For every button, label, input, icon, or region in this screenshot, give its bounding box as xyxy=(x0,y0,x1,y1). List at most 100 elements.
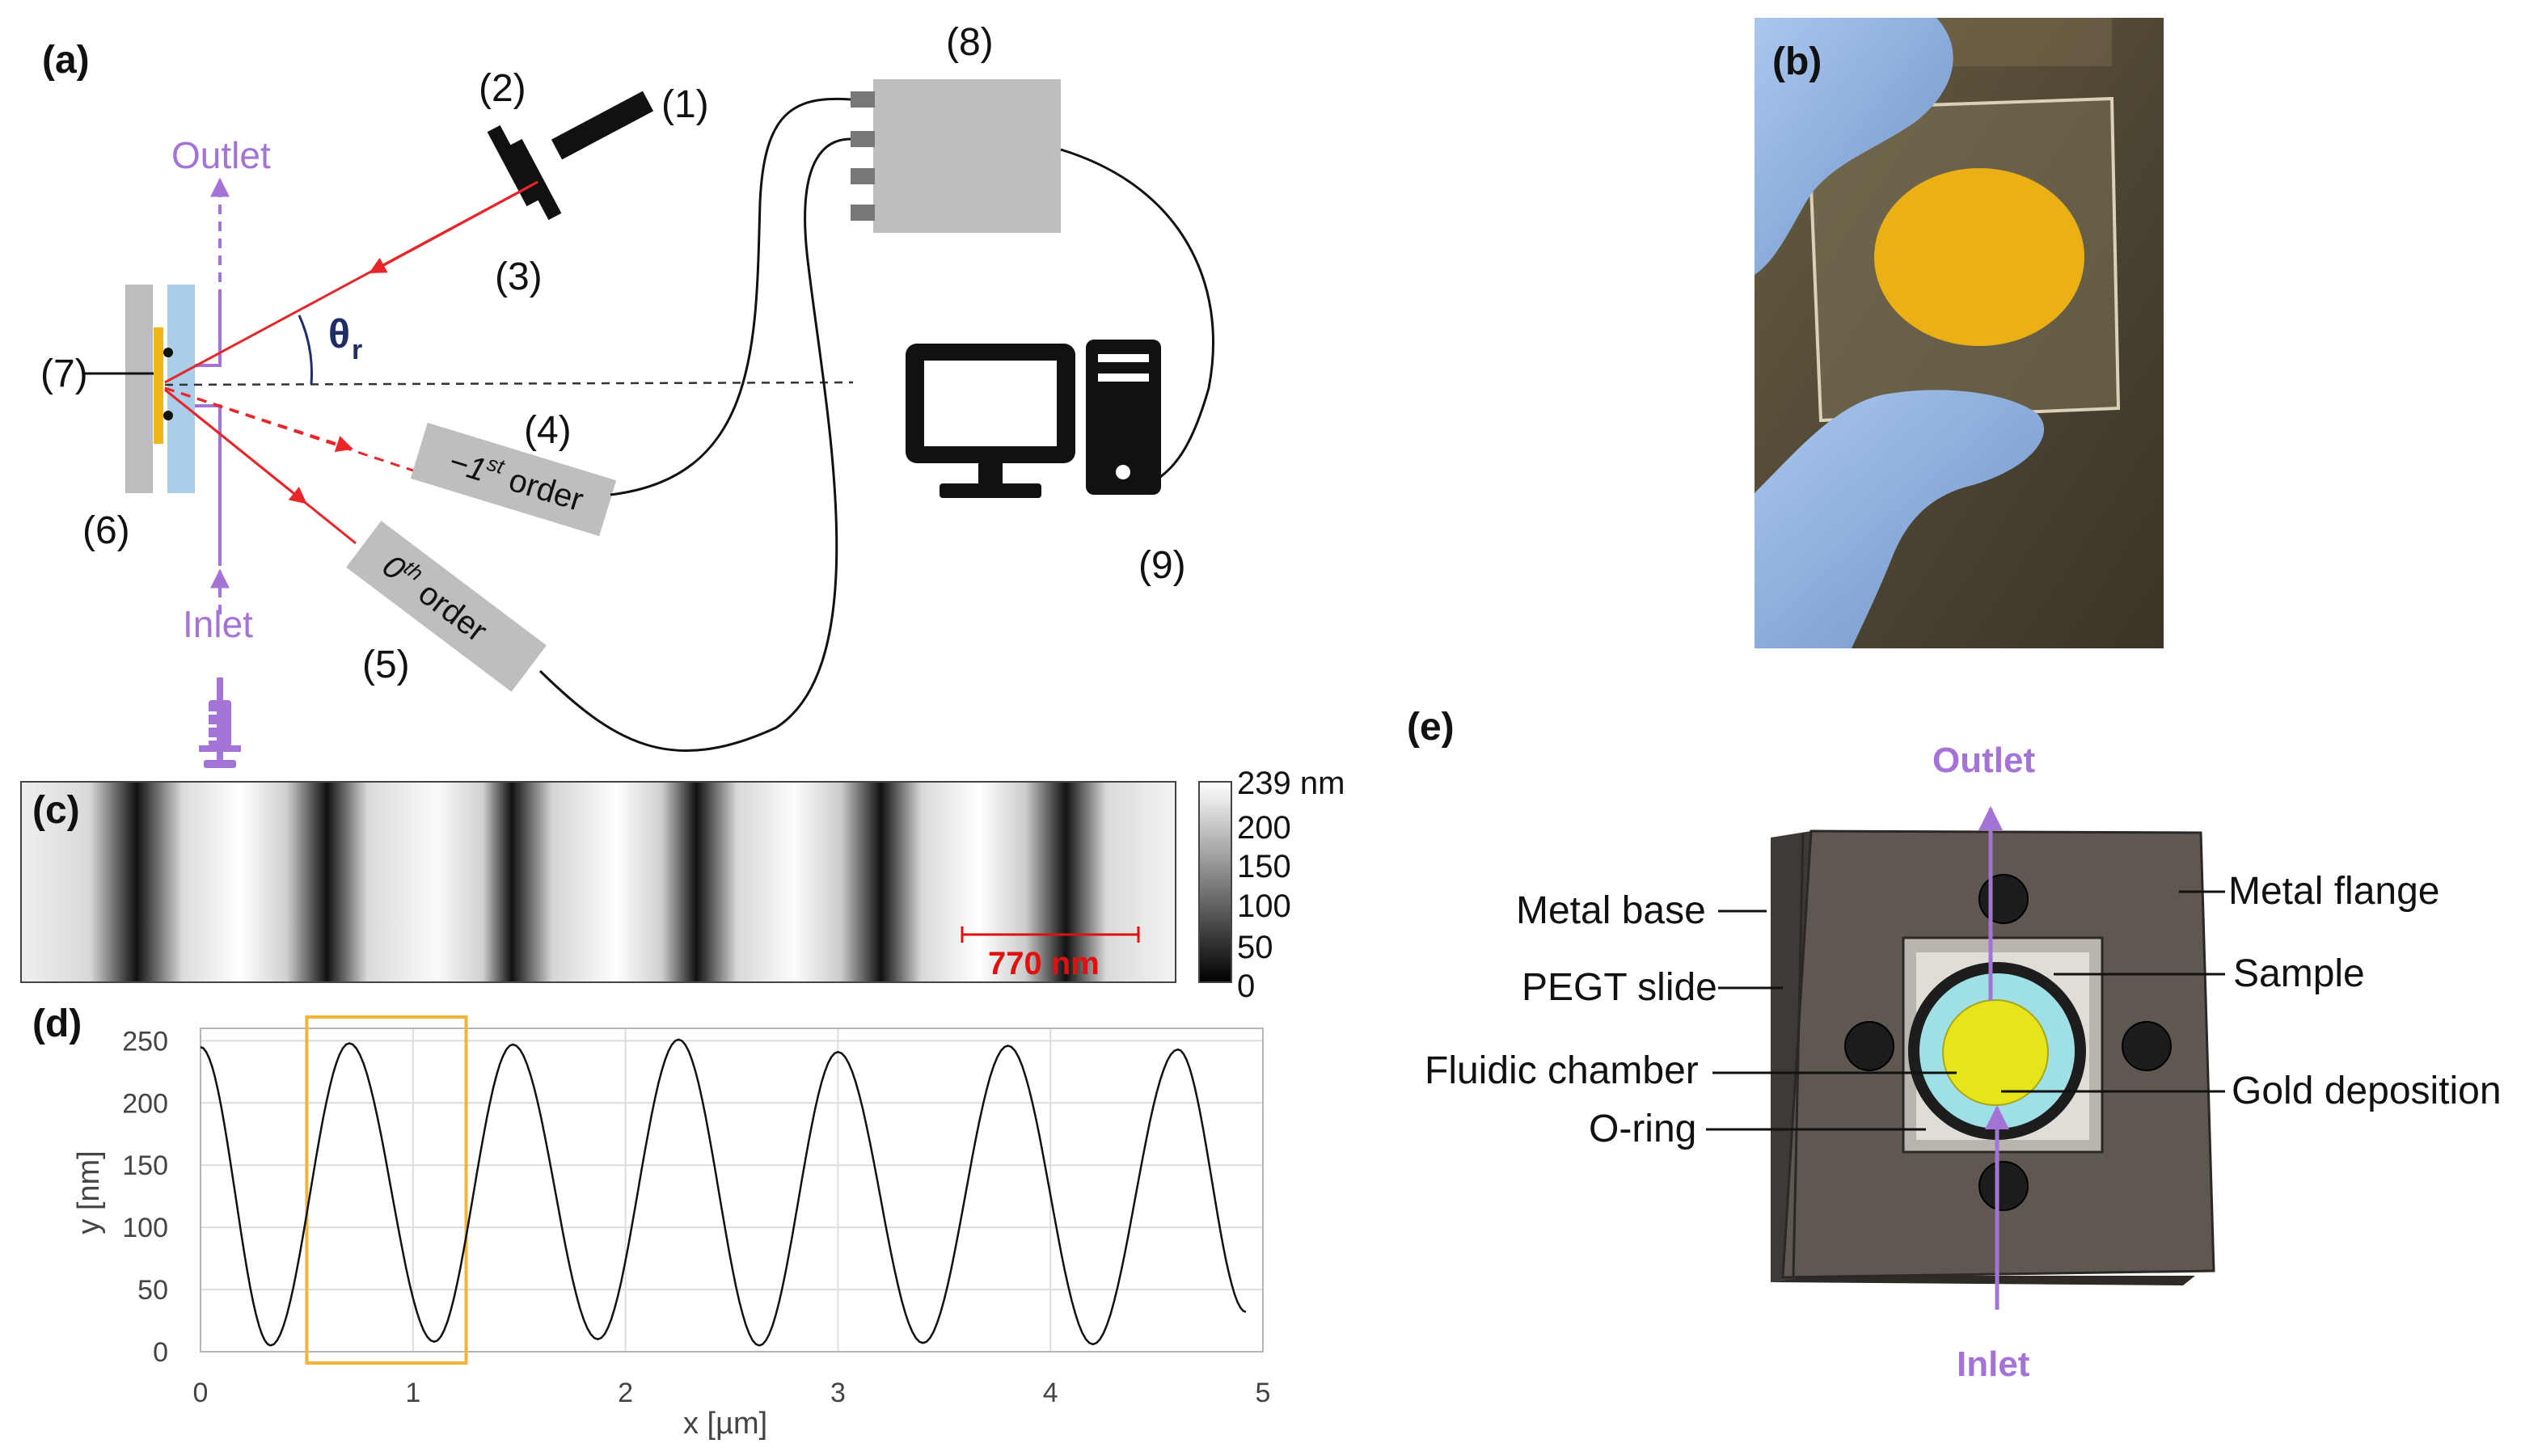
gold-disk-photo xyxy=(1874,168,2084,346)
x-tick-label: 5 xyxy=(1256,1378,1271,1408)
x-tick-labels: 0 1 2 3 4 5 xyxy=(193,1378,1271,1408)
syringe-icon xyxy=(199,677,241,768)
data-point xyxy=(1006,1044,1011,1049)
label-pegt-slide: PEGT slide xyxy=(1522,966,1717,1009)
x-tick-label: 0 xyxy=(193,1378,209,1408)
colorbar-tick-3: 100 xyxy=(1237,888,1291,924)
scale-bar-label: 770 nm xyxy=(988,946,1100,981)
normal-axis xyxy=(164,381,854,386)
label-1: (1) xyxy=(661,83,709,126)
cable-zero-order xyxy=(538,137,851,752)
colorbar-tick-2: 150 xyxy=(1237,849,1291,884)
filter-3 xyxy=(509,138,562,221)
data-point xyxy=(676,1037,681,1042)
colorbar-tick-5: 0 xyxy=(1237,969,1255,1004)
panel-a: (a) (1) (2) (3) (7) (6) Outlet Inlet xyxy=(40,21,1215,768)
y-tick-label: 250 xyxy=(122,1026,168,1057)
y-tick-label: 50 xyxy=(137,1275,168,1306)
data-point xyxy=(432,1340,437,1344)
panel-d: (d) 0 50 100 150 200 250 0 1 2 3 4 5 x [µm] y [nm] xyxy=(32,1002,1270,1441)
daq-box xyxy=(873,79,1061,233)
label-3: (3) xyxy=(495,255,543,298)
detector-minus-first: −1storder xyxy=(410,422,617,537)
gold-deposition-render xyxy=(1942,999,2049,1106)
label-metal-base: Metal base xyxy=(1516,889,1706,932)
label-gold-deposition: Gold deposition xyxy=(2232,1070,2502,1112)
y-axis-label: y [nm] xyxy=(72,1150,106,1234)
chart-grid xyxy=(200,1028,1264,1353)
highlight-box xyxy=(305,1015,468,1365)
theta-subscript: r xyxy=(352,335,362,365)
panel-d-letter: (d) xyxy=(32,1002,82,1045)
profile-line xyxy=(200,1038,1247,1347)
panel-b-letter: (b) xyxy=(1772,40,1822,83)
y-tick-label: 150 xyxy=(122,1150,168,1181)
x-tick-label: 2 xyxy=(618,1378,633,1408)
colorbar xyxy=(1198,781,1232,983)
inlet-label: Inlet xyxy=(183,603,253,645)
outlet-label-e: Outlet xyxy=(1932,741,2035,780)
filter-2 xyxy=(487,124,540,207)
glove-bottom xyxy=(1755,390,2045,648)
data-point xyxy=(921,1340,926,1345)
o-ring-bottom xyxy=(163,411,173,420)
y-tick-label: 200 xyxy=(122,1088,168,1119)
inlet-label-e: Inlet xyxy=(1957,1344,2030,1384)
y-tick-labels: 0 50 100 150 200 250 xyxy=(122,1026,168,1368)
label-metal-flange: Metal flange xyxy=(2228,870,2440,913)
label-sample: Sample xyxy=(2233,952,2365,995)
data-point xyxy=(198,1045,203,1049)
cable-minus-first xyxy=(610,97,851,496)
data-point xyxy=(268,1343,273,1348)
data-point xyxy=(510,1042,515,1047)
data-point xyxy=(1176,1047,1180,1052)
panel-c-letter: (c) xyxy=(32,789,80,832)
x-axis-label: x [µm] xyxy=(683,1407,767,1441)
x-tick-label: 3 xyxy=(830,1378,846,1408)
computer-icon xyxy=(906,340,1161,498)
data-point xyxy=(1091,1342,1096,1347)
label-7: (7) xyxy=(40,352,88,395)
panel-c: (c) 239 nm 200 150 100 50 0 770 nm xyxy=(20,766,1345,1004)
label-2: (2) xyxy=(479,67,526,110)
label-o-ring: O-ring xyxy=(1589,1108,1696,1150)
scale-bar: 770 nm xyxy=(961,926,1140,981)
panel-e: (e) Outlet Inlet xyxy=(1407,706,2502,1384)
leader-lines xyxy=(1706,890,2225,1131)
afm-image xyxy=(20,781,1176,983)
label-8: (8) xyxy=(946,21,994,64)
data-point xyxy=(347,1040,352,1045)
y-tick-label: 100 xyxy=(122,1213,168,1243)
cable-computer xyxy=(1060,148,1215,479)
colorbar-tick-1: 200 xyxy=(1237,810,1291,846)
panel-e-letter: (e) xyxy=(1407,706,1455,749)
minus-first-order-beam xyxy=(164,386,421,475)
label-5: (5) xyxy=(362,644,410,686)
data-point xyxy=(757,1343,762,1348)
glass-slide xyxy=(167,285,195,493)
data-point xyxy=(835,1049,840,1054)
label-4: (4) xyxy=(524,409,572,452)
o-ring-top xyxy=(163,348,173,357)
gold-layer xyxy=(154,327,163,444)
label-9: (9) xyxy=(1138,544,1186,587)
profile-points xyxy=(198,1037,1248,1348)
panel-a-letter: (a) xyxy=(42,39,90,82)
y-tick-label: 0 xyxy=(153,1337,168,1368)
colorbar-ticks: 239 nm 200 150 100 50 0 xyxy=(1237,766,1345,1004)
x-tick-label: 1 xyxy=(405,1378,420,1408)
data-point xyxy=(1244,1310,1248,1315)
label-6: (6) xyxy=(82,509,130,552)
label-fluidic-chamber: Fluidic chamber xyxy=(1425,1049,1699,1092)
colorbar-tick-4: 50 xyxy=(1237,930,1273,965)
metal-base xyxy=(125,285,153,493)
colorbar-tick-0: 239 nm xyxy=(1237,766,1345,801)
data-point xyxy=(595,1337,600,1342)
laser-source xyxy=(551,91,654,160)
panel-b-photo: (b) xyxy=(1755,18,2164,648)
theta-symbol: θ xyxy=(328,311,350,357)
glove-top xyxy=(1755,18,1953,275)
plot-area xyxy=(200,1028,1264,1353)
x-tick-label: 4 xyxy=(1043,1378,1058,1408)
